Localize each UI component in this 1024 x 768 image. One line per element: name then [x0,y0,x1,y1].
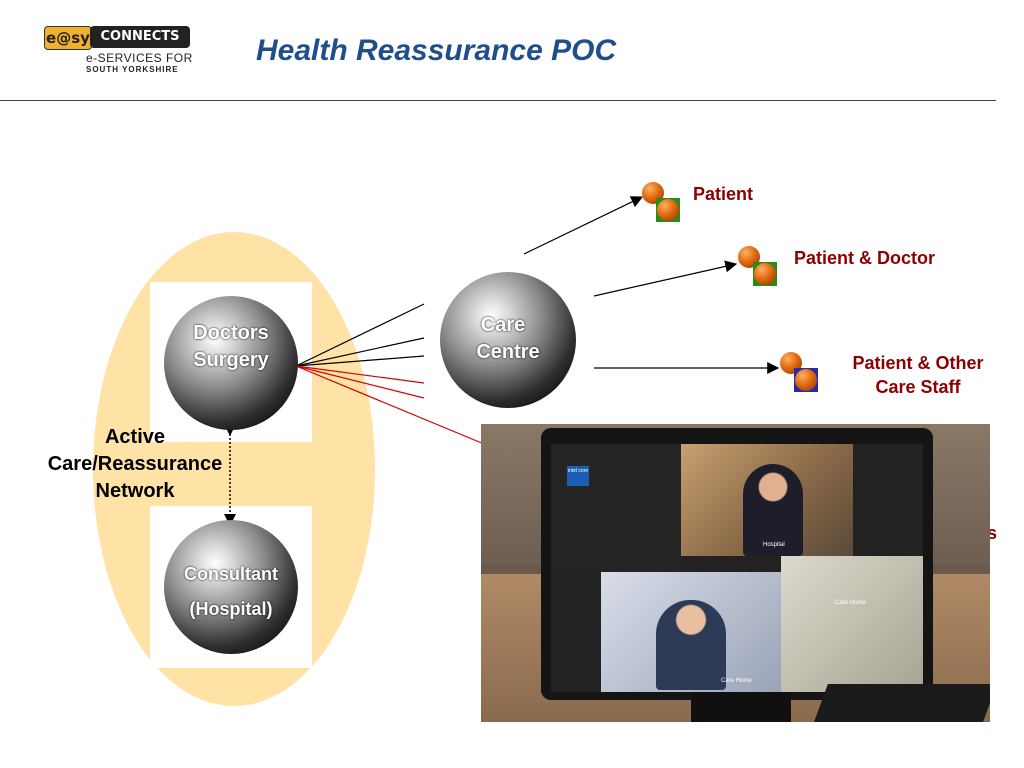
slide-title: Health Reassurance POC [256,34,617,67]
consultant-node [164,520,298,654]
logo-tagline: e-SERVICES FOR [86,51,193,65]
network-label-line1: Active [104,426,166,448]
intel-badge: intel core [567,466,589,486]
doctors-label-line1: Doctors [193,322,269,344]
care-home-caption: Care Home [721,678,752,684]
link-doctors-red-2 [295,365,425,399]
care-centre-label-line2: Centre [476,341,540,363]
link-doctors-red-3 [295,365,485,445]
patient-doctor-label: Patient & Doctor [794,248,936,268]
link-doctors-care-2 [295,337,425,367]
second-care-home-pane [781,556,923,692]
hospital-participant [743,464,803,556]
patient-icon [642,182,686,224]
patient-doctor-icon [738,246,782,288]
arrow-to-patient-doctor [593,260,738,297]
care-centre-label-line1: Care [480,314,526,336]
link-doctors-care-1 [295,303,425,367]
hospital-caption: Hospital [763,542,785,548]
arrow-to-patient [523,196,644,255]
network-label-line3: Network [95,480,175,502]
patient-label: Patient [693,184,754,204]
patient-other-staff-icon [780,352,824,394]
keyboard [814,684,990,722]
consultant-label-line1: Consultant [184,564,278,584]
consultant-label-line2: (Hospital) [189,599,273,619]
patient-other-label-line1: Patient & Other [852,353,984,373]
network-label-line2: Care/Reassurance [47,453,223,475]
monitor-stand [691,692,791,722]
care-centre-node [440,272,576,408]
link-doctors-red-1 [295,365,425,384]
care-home-participant [656,600,726,690]
doctors-surgery-node [164,296,298,430]
patient-other-label-line2: Care Staff [875,377,961,397]
logo-connects-text: CONNECTS [90,26,190,48]
logo-region: SOUTH YORKSHIRE [86,65,179,74]
easy-connects-logo: e@sy CONNECTS e-SERVICES FOR SOUTH YORKS… [44,22,194,78]
video-conference-photo: intel core Hospital Care Home Care Home [481,424,990,722]
title-divider [0,100,996,101]
logo-easy-text: e@sy [44,26,92,50]
other-pane-caption: Care Home [835,600,866,606]
link-doctors-care-3 [295,355,425,367]
screen-empty-pane [551,444,681,572]
doctors-label-line2: Surgery [193,349,269,371]
